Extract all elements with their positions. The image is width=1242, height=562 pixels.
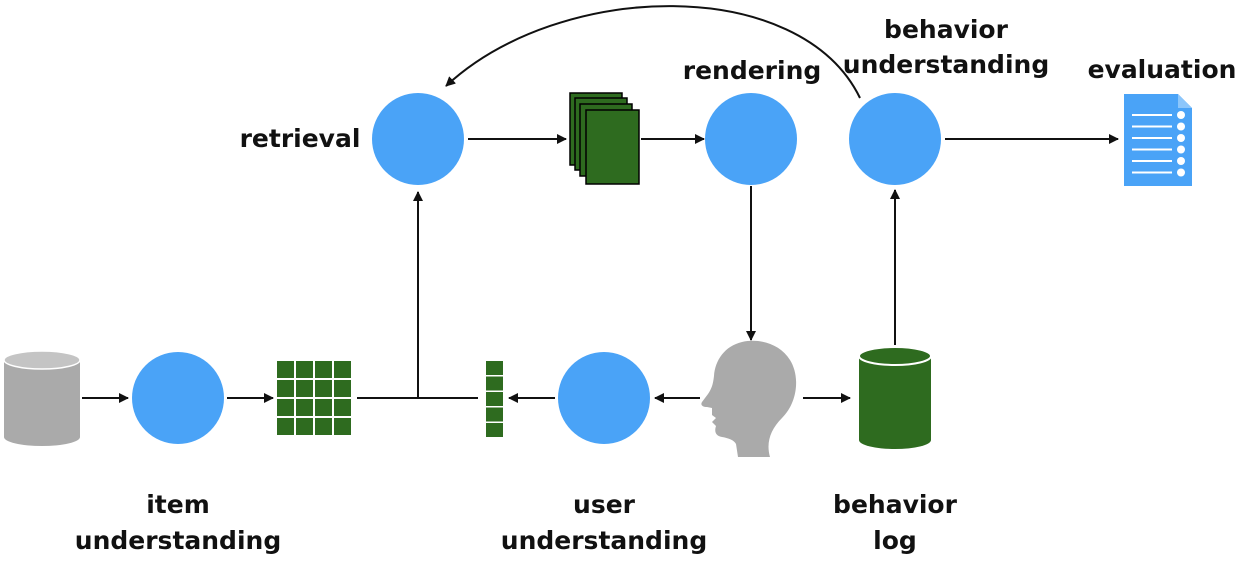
matrix-cell (334, 361, 351, 378)
behavior-understanding-label-2: understanding (843, 50, 1049, 79)
matrix-cell (315, 380, 332, 397)
connectors (82, 5, 1119, 403)
checklist-dot (1177, 168, 1185, 177)
behavior-understanding-node (849, 93, 941, 185)
matrix-cell (315, 418, 332, 435)
checklist-dot (1177, 122, 1185, 131)
retrieval-label: retrieval (240, 124, 361, 153)
user-understanding-label-2: understanding (501, 526, 707, 555)
matrix-cell (315, 361, 332, 378)
vector-cell (486, 407, 503, 422)
embedding-matrix-icon (277, 361, 351, 435)
checklist-dot (1177, 111, 1185, 119)
matrix-cell (296, 418, 313, 435)
matrix-cell (296, 399, 313, 416)
matrix-cell (334, 399, 351, 416)
matrix-cell (296, 380, 313, 397)
user-understanding-node (558, 352, 650, 444)
matrix-cell (277, 399, 294, 416)
vector-cell (486, 423, 503, 437)
behavior-understanding-label-1: behavior (884, 15, 1009, 44)
retrieval-node (372, 93, 464, 185)
matrix-cell (296, 361, 313, 378)
vector-cell (486, 361, 503, 375)
matrix-cell (334, 418, 351, 435)
vector-cell (486, 376, 503, 391)
user-head-icon (701, 340, 797, 457)
checklist-dot (1177, 134, 1185, 142)
database-icon (3, 350, 81, 446)
document-stack-icon (569, 92, 640, 185)
behavior-log-label-2: log (873, 526, 917, 555)
database-icon (858, 346, 932, 449)
arrow-feedback-behavior-to-retrieval (445, 5, 861, 99)
rendering-node (705, 93, 797, 185)
embedding-vector-icon (486, 361, 503, 437)
matrix-cell (277, 380, 294, 397)
matrix-cell (334, 380, 351, 397)
checklist-icon (1124, 94, 1192, 186)
behavior-log-label-1: behavior (833, 490, 958, 519)
user-understanding-label-1: user (573, 490, 636, 519)
matrix-cell (277, 418, 294, 435)
checklist-dot (1177, 157, 1185, 165)
vector-cell (486, 392, 503, 406)
item-understanding-label-2: understanding (75, 526, 281, 555)
matrix-cell (277, 361, 294, 378)
rendering-label: rendering (683, 56, 822, 85)
item-understanding-node (132, 352, 224, 444)
item-understanding-label-1: item (146, 490, 210, 519)
checklist-dot (1177, 145, 1185, 154)
evaluation-label: evaluation (1088, 55, 1237, 84)
matrix-cell (315, 399, 332, 416)
